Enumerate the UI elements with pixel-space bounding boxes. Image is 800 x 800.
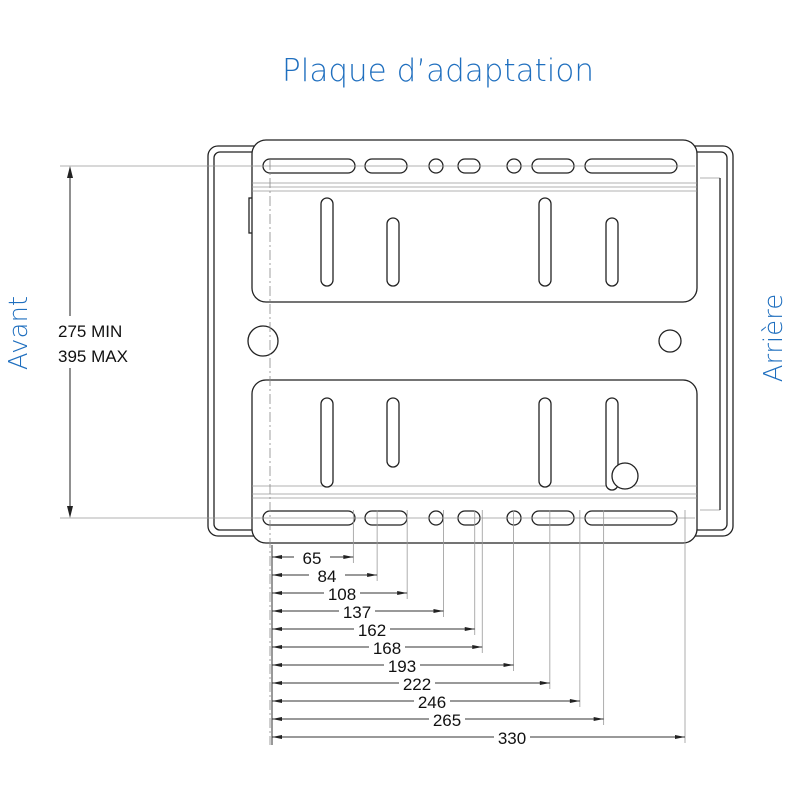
- vertical-slot: [320, 397, 334, 488]
- dimension-label: 168: [373, 639, 401, 658]
- height-max-label: 395 MAX: [58, 347, 128, 366]
- dimension-label: 330: [498, 729, 526, 748]
- arrow-start: [272, 663, 282, 667]
- arrow-end: [539, 681, 550, 685]
- rear-label: Arrière: [759, 294, 789, 383]
- arrow-end: [343, 555, 354, 559]
- arrow-start: [272, 717, 282, 721]
- mounting-holes: [255, 158, 695, 526]
- dimension-label: 65: [303, 549, 322, 568]
- vertical-slot: [538, 197, 552, 287]
- arrow-start: [272, 699, 282, 703]
- pin-hole-front: [247, 325, 279, 357]
- arrow-start: [272, 645, 282, 649]
- pin-hole-rear: [658, 329, 682, 353]
- arrow-end: [433, 609, 444, 613]
- vertical-slot: [320, 197, 334, 287]
- arrow-start: [272, 573, 282, 577]
- dimension-label: 162: [358, 621, 386, 640]
- arrow-start: [272, 609, 282, 613]
- height-min-label: 275 MIN: [58, 322, 122, 341]
- vertical-slot: [538, 397, 552, 488]
- vertical-slot: [386, 397, 400, 468]
- arrow-end: [464, 627, 475, 631]
- dimension-label: 84: [318, 567, 337, 586]
- top-plate: [251, 139, 698, 303]
- arrow-start: [272, 591, 282, 595]
- arrow-end: [472, 645, 483, 649]
- arrow-start: [272, 681, 282, 685]
- arrow-start: [272, 627, 282, 631]
- dimension-label: 137: [343, 603, 371, 622]
- dimension-label: 108: [328, 585, 356, 604]
- arrow-start: [272, 735, 282, 739]
- arrow-end: [397, 591, 408, 595]
- dimension-label: 193: [388, 657, 416, 676]
- dimension-label: 222: [403, 675, 431, 694]
- diagram-title: Plaque d’adaptation: [282, 53, 594, 89]
- locking-pin: [611, 462, 639, 490]
- dimension-label: 265: [433, 711, 461, 730]
- bottom-plate: [251, 379, 698, 544]
- front-label: Avant: [4, 296, 34, 370]
- arrow-end: [675, 735, 685, 739]
- arrow-end: [503, 663, 514, 667]
- vertical-slot: [605, 217, 619, 287]
- vertical-slot: [386, 217, 400, 287]
- arrow-end: [569, 699, 580, 703]
- dimension-label: 246: [418, 693, 446, 712]
- arrow-start: [272, 555, 282, 559]
- arrow-end: [593, 717, 604, 721]
- height-dimension: 275 MIN 395 MAX: [52, 165, 260, 519]
- arrow-end: [367, 573, 378, 577]
